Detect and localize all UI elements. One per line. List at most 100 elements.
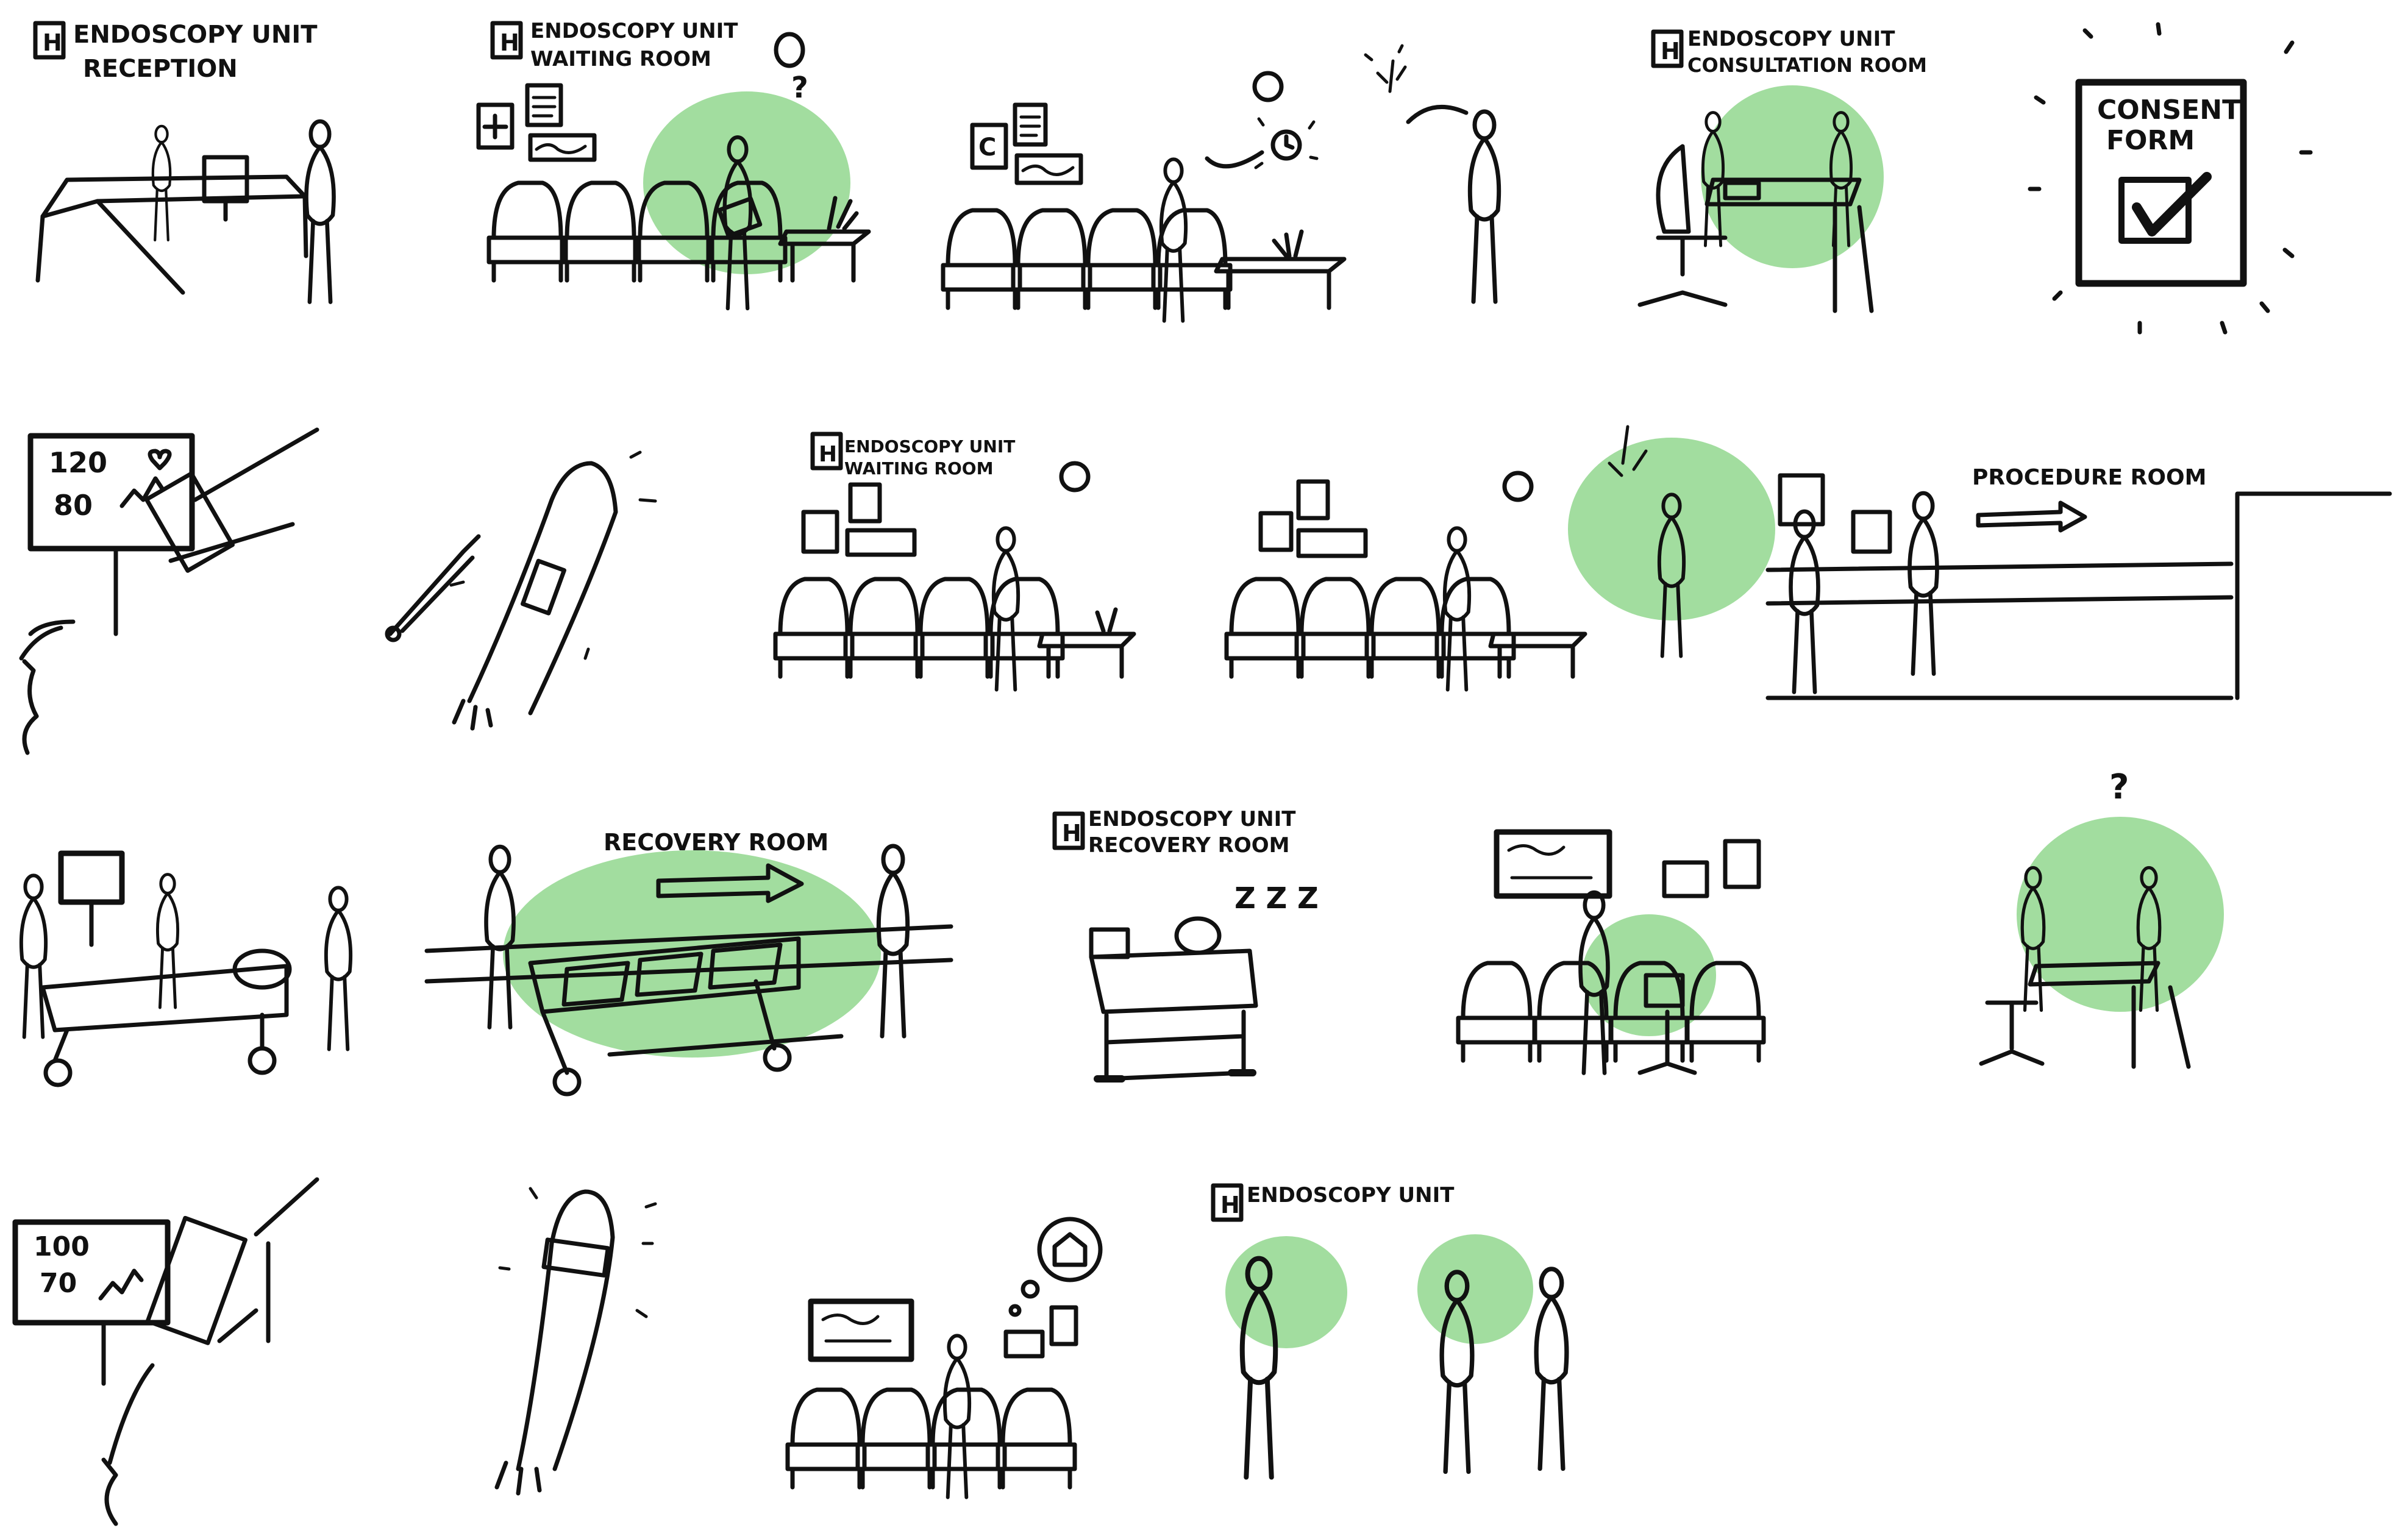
wall-posters-icon: C [972, 105, 1081, 183]
wall-frame [1006, 1332, 1042, 1356]
svg-text:H: H [43, 29, 62, 56]
sparkle-lines [500, 1189, 655, 1317]
monitor-diastolic: 70 [40, 1268, 77, 1299]
panel-caption-line1: ENDOSCOPY UNIT [73, 21, 318, 49]
doctor-figure [21, 875, 46, 1037]
svg-text:H: H [1661, 38, 1680, 65]
calling-arm [1408, 107, 1466, 122]
heartbeat-line-icon [101, 1271, 141, 1298]
clock-icon [1061, 463, 1088, 490]
assistant-figure [326, 887, 351, 1049]
syringe-icon [387, 536, 479, 640]
panel-final-blood-pressure: 100 70 [15, 1179, 317, 1524]
wall-posters-icon [803, 485, 914, 555]
patient-figure [307, 121, 334, 302]
panel-reception: H ENDOSCOPY UNIT RECEPTION [35, 21, 334, 302]
sleep-zzz: Z Z Z [1234, 881, 1319, 916]
panel-consent-form: CONSENT FORM [2030, 24, 2310, 332]
nurse-calling-figure [1470, 112, 1498, 302]
panel-caption-line1: ENDOSCOPY UNIT [1687, 27, 1895, 51]
panel-recovery-room: H ENDOSCOPY UNIT RECOVERY ROOM Z Z Z [1055, 807, 1319, 1079]
focus-highlight [1568, 438, 1775, 620]
hospital-sign-icon: H [493, 23, 521, 57]
wall-frame [1664, 862, 1707, 896]
panel-called-in: C [943, 46, 1499, 321]
wall-picture [1497, 832, 1609, 896]
panel-procedure [21, 853, 351, 1085]
panel-transfer-to-recovery: RECOVERY ROOM [427, 829, 951, 1094]
seated-patient-figure [994, 528, 1018, 689]
svg-text:H: H [819, 442, 837, 467]
panel-caption-line1: ENDOSCOPY UNIT [1247, 1183, 1455, 1207]
thought-bubble: ? [776, 34, 808, 105]
wall-frame [1725, 841, 1759, 887]
focus-highlight [1417, 1234, 1533, 1344]
speech-lines [1366, 46, 1405, 91]
hospital-sign-icon: H [1055, 814, 1083, 848]
panel-cannula-removed [497, 1189, 655, 1493]
thought-question: ? [2109, 767, 2129, 807]
speech-arrow [1207, 152, 1262, 166]
monitor-diastolic: 80 [54, 489, 93, 522]
bp-cuff-arm-icon [104, 1179, 317, 1524]
monitor-systolic: 120 [49, 446, 107, 479]
procedure-room-label: PROCEDURE ROOM [1972, 465, 2206, 490]
side-table-icon [1216, 232, 1344, 308]
corridor-lines [1768, 494, 2390, 698]
nurse-figure [878, 846, 907, 1036]
clock-icon [1255, 73, 1317, 168]
receptionist-figure [153, 126, 170, 240]
patient-bed-icon [43, 951, 290, 1085]
svg-text:?: ? [791, 71, 808, 105]
waiting-chairs [788, 1390, 1075, 1487]
panel-caption-line2: WAITING ROOM [530, 47, 711, 71]
panel-waiting-room-return: H ENDOSCOPY UNIT WAITING ROOM [775, 434, 1134, 690]
svg-text:H: H [1062, 820, 1081, 847]
panel-iv-cannula [387, 452, 655, 728]
wall-posters-icon [1261, 482, 1366, 556]
endoscopy-screen [61, 853, 122, 902]
svg-text:C: C [978, 133, 996, 162]
sparkle-lines [451, 452, 655, 658]
hospital-sign-icon: H [35, 23, 63, 57]
nurse-figure [1910, 493, 1937, 674]
focus-highlight [1701, 85, 1884, 268]
wall-posters-icon [479, 85, 594, 160]
side-table-icon [1491, 634, 1585, 677]
panel-caption-line1: ENDOSCOPY UNIT [1088, 807, 1296, 831]
recovery-bed-icon [1091, 919, 1256, 1079]
home-thought-bubble [1011, 1219, 1100, 1315]
svg-text:H: H [500, 29, 519, 56]
svg-text:H: H [1220, 1192, 1240, 1218]
seated-patient-figure [945, 1335, 969, 1497]
wall-frame [1052, 1307, 1076, 1344]
hospital-sign-icon: H [1213, 1186, 1241, 1220]
panel-nurse-collects [1227, 427, 1775, 690]
panel-consultation-room: H ENDOSCOPY UNIT CONSULTATION ROOM [1640, 27, 1927, 311]
heart-icon [150, 451, 169, 468]
panel-caption-line1: ENDOSCOPY UNIT [530, 19, 738, 43]
nurse-figure [157, 875, 177, 1008]
panel-going-home [788, 1219, 1100, 1498]
hospital-sign-icon: H [1653, 32, 1681, 66]
panel-discharge-consultation: ? [1981, 767, 2224, 1067]
side-table-icon [1039, 610, 1134, 677]
reception-desk-icon [38, 157, 306, 293]
panel-caption-line2: CONSULTATION ROOM [1687, 54, 1927, 77]
seated-patient-figure [1445, 528, 1469, 689]
panel-blood-pressure-check: 120 80 [21, 430, 317, 753]
panel-discharge: H ENDOSCOPY UNIT [1213, 1183, 1567, 1477]
seated-patient-figure [1161, 159, 1186, 321]
panel-waiting-room: H ENDOSCOPY UNIT WAITING ROOM ? [479, 19, 869, 308]
clock-icon [1505, 473, 1531, 500]
panel-caption-line1: ENDOSCOPY UNIT [844, 436, 1015, 457]
wall-frame [1853, 512, 1890, 552]
arm-icon [497, 1192, 613, 1493]
direction-arrow-icon [1978, 503, 2085, 530]
hospital-sign-icon: H [813, 434, 841, 468]
panel-post-procedure-waiting [1458, 832, 1764, 1073]
panel-caption-line2: RECOVERY ROOM [1088, 833, 1290, 858]
panel-caption-line2: RECEPTION [83, 55, 238, 83]
checkbox-icon [2121, 177, 2207, 241]
